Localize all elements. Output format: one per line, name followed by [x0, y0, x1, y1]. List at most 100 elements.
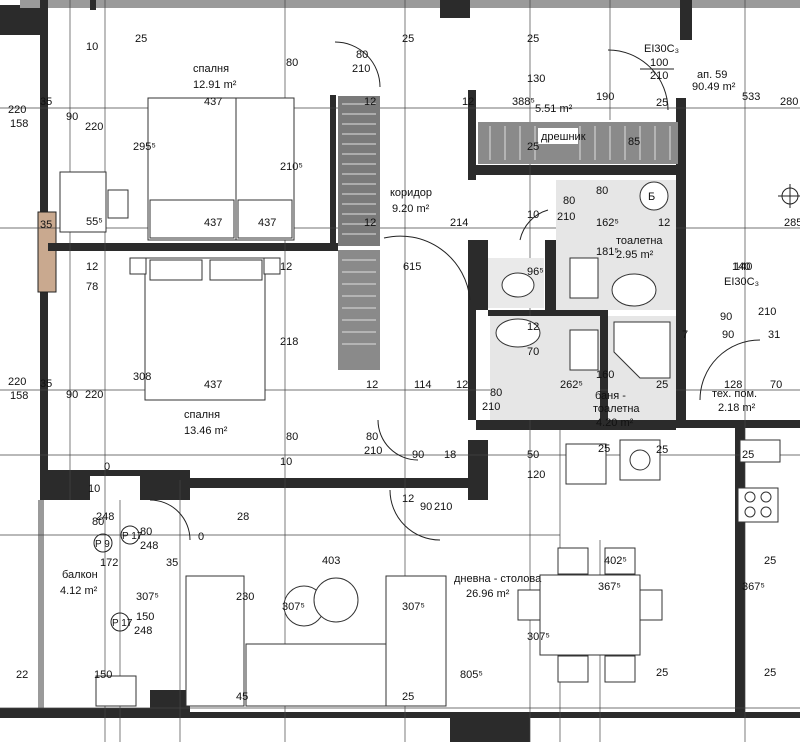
hall-small-area: 5.51 m² [535, 103, 573, 115]
toilet-area: 2.95 m² [616, 249, 654, 261]
bath-name: баня - [595, 390, 626, 402]
dim: 0 [104, 461, 110, 473]
dim: 437 [258, 217, 276, 229]
dim: 285 [784, 217, 800, 229]
door-labels: EI30C₃ 100 210 EI30C₃ 140 P 9 P 17 P 17 … [93, 43, 759, 632]
dim: 25 [135, 33, 147, 45]
dim: 12 [456, 379, 468, 391]
dim: 25 [742, 449, 754, 461]
dim: 210 [364, 445, 382, 457]
dim: 78 [86, 281, 98, 293]
dim: 80 [366, 431, 378, 443]
dim: 214 [450, 217, 468, 229]
dim: 12 [366, 379, 378, 391]
dim: 230 [236, 591, 254, 603]
dim: 248 [140, 540, 158, 552]
ei30-top-label: EI30C₃ [644, 43, 679, 55]
dim: 80 [490, 387, 502, 399]
dim: 90 [66, 111, 78, 123]
dim: 80 [140, 526, 152, 538]
dim: 210 [434, 501, 452, 513]
dim: 12 [364, 96, 376, 108]
dim: 248 [134, 625, 152, 637]
dim: 220 [85, 121, 103, 133]
dim: 307⁵ [136, 591, 159, 603]
dim: 162⁵ [596, 217, 619, 229]
tech-name: тех. пом. [712, 388, 757, 400]
ei30-tech-label: EI30C₃ [724, 276, 759, 288]
dim: 35 [40, 378, 52, 390]
living-area: 26.96 m² [466, 588, 510, 600]
dim: 805⁵ [460, 669, 483, 681]
dim: 218 [280, 336, 298, 348]
dim: 90 [420, 501, 432, 513]
apartment-label: ап. 59 [697, 69, 727, 81]
dim: 220 [8, 376, 26, 388]
dim: 10 [88, 483, 100, 495]
dim: 114 [414, 379, 432, 391]
dim: 90 [722, 329, 734, 341]
dim: 25 [402, 33, 414, 45]
dim: 25 [527, 33, 539, 45]
dim: 12 [364, 217, 376, 229]
dim: 437 [204, 217, 222, 229]
dim: 140 [734, 261, 752, 273]
dim: 28 [237, 511, 249, 523]
dim: 25 [764, 667, 776, 679]
dim: 35 [40, 219, 52, 231]
dim: 90 [720, 311, 732, 323]
dim: 70 [770, 379, 782, 391]
dim: 533 [742, 91, 760, 103]
dim: 80 [596, 185, 608, 197]
balcony-area: 4.12 m² [60, 585, 98, 597]
dim: 45 [236, 691, 248, 703]
bedroom2-name: спалня [184, 409, 220, 421]
dim: 70 [527, 346, 539, 358]
dim: 210 [557, 211, 575, 223]
dim: 220 [8, 104, 26, 116]
dim: 7 [682, 329, 688, 341]
bath-area: 4.20 m² [596, 417, 634, 429]
dim: 50 [527, 449, 539, 461]
dim: 172 [100, 557, 118, 569]
dim: 181⁵ [596, 246, 619, 258]
door-p17b: P 17 [112, 618, 133, 629]
dim: 402⁵ [604, 555, 627, 567]
dim: 80 [286, 57, 298, 69]
toilet-name: тоалетна [616, 235, 663, 247]
ei30-tech-w: 140 [732, 261, 750, 273]
bath-name2: тоалетна [593, 403, 640, 415]
b-symbol: Б [648, 191, 655, 203]
dim: 308 [133, 371, 151, 383]
dim: 96⁵ [527, 266, 544, 278]
room-labels: спалня 12.91 m² коридор 9.20 m² дрешник … [60, 63, 757, 600]
dim: 367⁵ [742, 581, 765, 593]
dim: 0 [198, 531, 204, 543]
dim: 80 [92, 516, 104, 528]
dim: 25 [656, 379, 668, 391]
dim: 388⁵ [512, 96, 535, 108]
dim: 295⁵ [133, 141, 156, 153]
dim: 25 [656, 97, 668, 109]
dim: 158 [10, 118, 28, 130]
dim: 25 [402, 691, 414, 703]
furniture [59, 97, 781, 707]
apartment-area: 90.49 m² [692, 81, 736, 93]
dim: 437 [204, 96, 222, 108]
dim: 55⁵ [86, 216, 103, 228]
dim: 80 [356, 49, 368, 61]
dim: 615 [403, 261, 421, 273]
bedroom1-name: спалня [193, 63, 229, 75]
dim: 158 [10, 390, 28, 402]
corridor-name: коридор [390, 187, 432, 199]
dim: 90 [412, 449, 424, 461]
dim: 280 [780, 96, 798, 108]
dim: 10 [280, 456, 292, 468]
dim: 25 [764, 555, 776, 567]
dim: 12 [527, 321, 539, 333]
dim: 35 [166, 557, 178, 569]
dim: 437 [204, 379, 222, 391]
compass-icon [778, 184, 800, 208]
wardrobe-closet [478, 122, 678, 164]
dim: 25 [598, 443, 610, 455]
